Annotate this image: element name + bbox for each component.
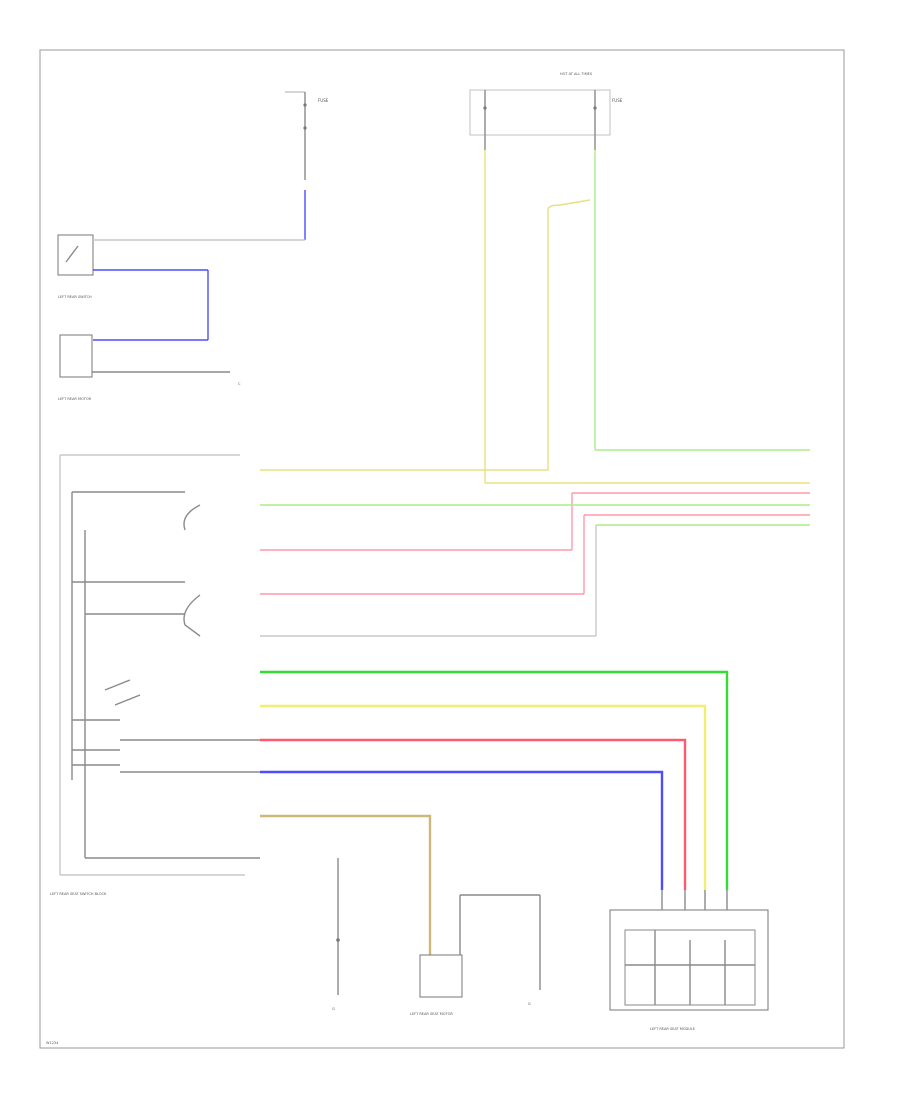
motor-output-wires [260,670,729,955]
fuse-feed-right: HOT AT ALL TIMES FUSE [469,72,623,150]
left-rear-switch-label: LEFT REAR SWITCH [58,295,92,299]
module-center-label: LEFT REAR SEAT MOTOR [410,1012,453,1016]
ground-left-label: G [332,1007,335,1011]
ground-right-label: G [528,1002,531,1006]
module-right-label: LEFT REAR SEAT MODULE [650,1027,695,1031]
switch-block: LEFT REAR SEAT SWITCH BLOCK C [50,382,260,896]
ground-left: G [332,858,340,1011]
fuse-feed-left: FUSE [285,91,329,240]
hot-at-all-times-label: HOT AT ALL TIMES [560,72,593,76]
fuse-label-left: FUSE [318,98,329,103]
switch-block-label: LEFT REAR SEAT SWITCH BLOCK [50,892,107,896]
right-edge-bus [260,150,810,637]
diagram-border [39,49,845,1049]
module-center: LEFT REAR SEAT MOTOR G [410,894,541,1016]
figure-id: W1234 [46,1041,59,1045]
fuse-label-right: FUSE [612,98,623,103]
module-right: LEFT REAR SEAT MODULE [609,890,769,1031]
left-rear-motor-label: LEFT REAR MOTOR [58,397,92,401]
c-note: C [238,382,241,386]
left-rear-motor: LEFT REAR MOTOR [58,334,230,401]
left-rear-switch: LEFT REAR SWITCH [57,234,305,341]
